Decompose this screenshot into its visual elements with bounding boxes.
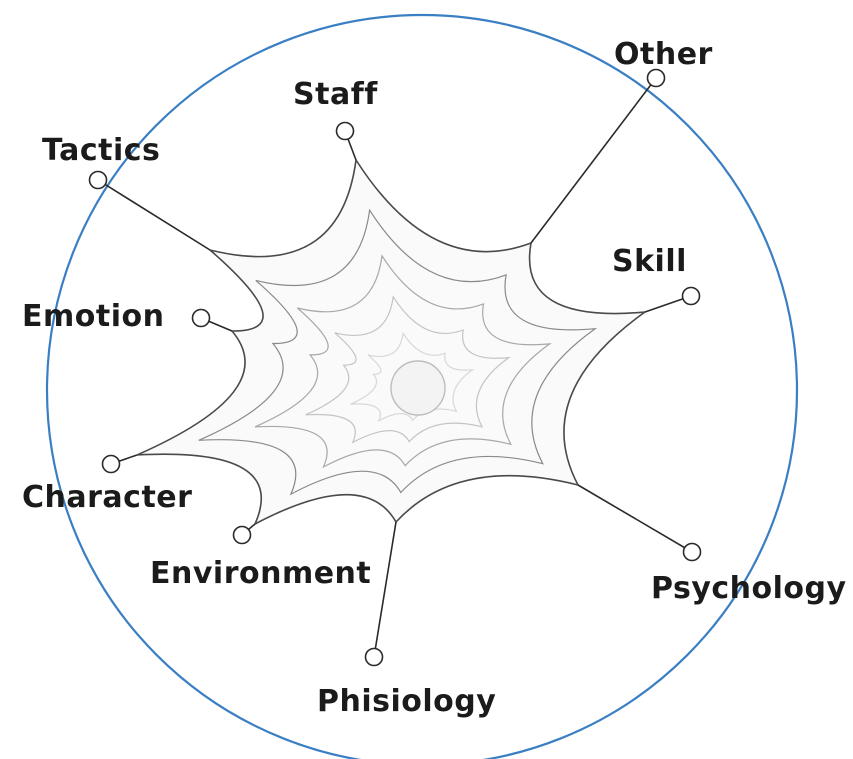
spoke-psychology bbox=[577, 484, 693, 553]
boundary-circle bbox=[46, 14, 798, 759]
node-other bbox=[646, 68, 666, 88]
node-emotion bbox=[191, 308, 211, 328]
node-character bbox=[101, 454, 121, 474]
node-psychology bbox=[682, 542, 702, 562]
nodes bbox=[88, 68, 702, 667]
spoke-tactics bbox=[97, 179, 211, 251]
label-phisiology: Phisiology bbox=[317, 684, 496, 719]
web bbox=[136, 157, 648, 526]
node-environment bbox=[232, 525, 252, 545]
label-staff: Staff bbox=[293, 77, 378, 112]
label-psychology: Psychology bbox=[651, 571, 847, 606]
label-character: Character bbox=[22, 480, 192, 515]
label-emotion: Emotion bbox=[22, 299, 164, 334]
node-tactics bbox=[88, 170, 108, 190]
web-ring-3 bbox=[254, 254, 552, 469]
web-ring-2 bbox=[198, 208, 598, 496]
web-ring-5 bbox=[350, 331, 475, 422]
spoke-other bbox=[530, 77, 657, 244]
node-staff bbox=[335, 121, 355, 141]
web-ring-4 bbox=[305, 295, 511, 444]
web-ring-1 bbox=[136, 157, 648, 526]
labels: Staff Other Skill Psychology Phisiology … bbox=[22, 37, 847, 719]
node-phisiology bbox=[364, 647, 384, 667]
node-skill bbox=[681, 286, 701, 306]
spoke-phisiology bbox=[373, 521, 397, 658]
web-hub bbox=[390, 360, 446, 416]
label-tactics: Tactics bbox=[42, 133, 160, 168]
label-skill: Skill bbox=[612, 244, 687, 279]
label-environment: Environment bbox=[150, 556, 371, 591]
label-other: Other bbox=[614, 37, 713, 72]
